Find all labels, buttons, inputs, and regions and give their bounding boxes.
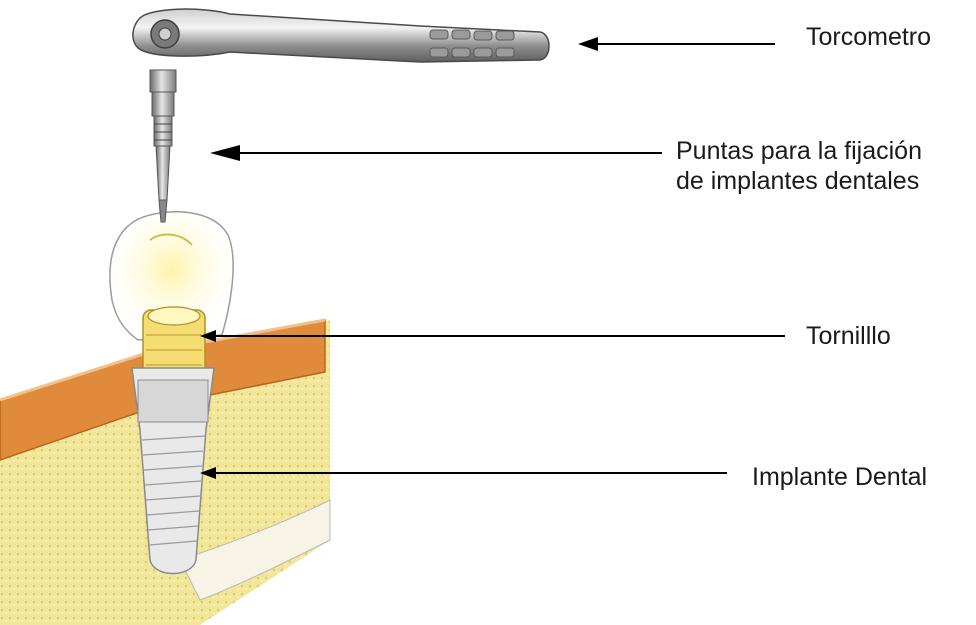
label-torque-wrench: Torcometro — [806, 22, 931, 52]
driver-tip — [150, 70, 176, 222]
label-screw: Tornilllo — [806, 321, 891, 351]
arrow-torque-wrench — [578, 37, 775, 51]
arrow-driver-tips — [210, 145, 662, 161]
label-implant: Implante Dental — [752, 462, 927, 492]
label-driver-tips: Puntas para la fijación de implantes den… — [676, 136, 922, 196]
torque-wrench — [133, 9, 549, 62]
label-driver-tips-line1: Puntas para la fijación — [676, 136, 922, 166]
label-driver-tips-line2: de implantes dentales — [676, 166, 922, 196]
